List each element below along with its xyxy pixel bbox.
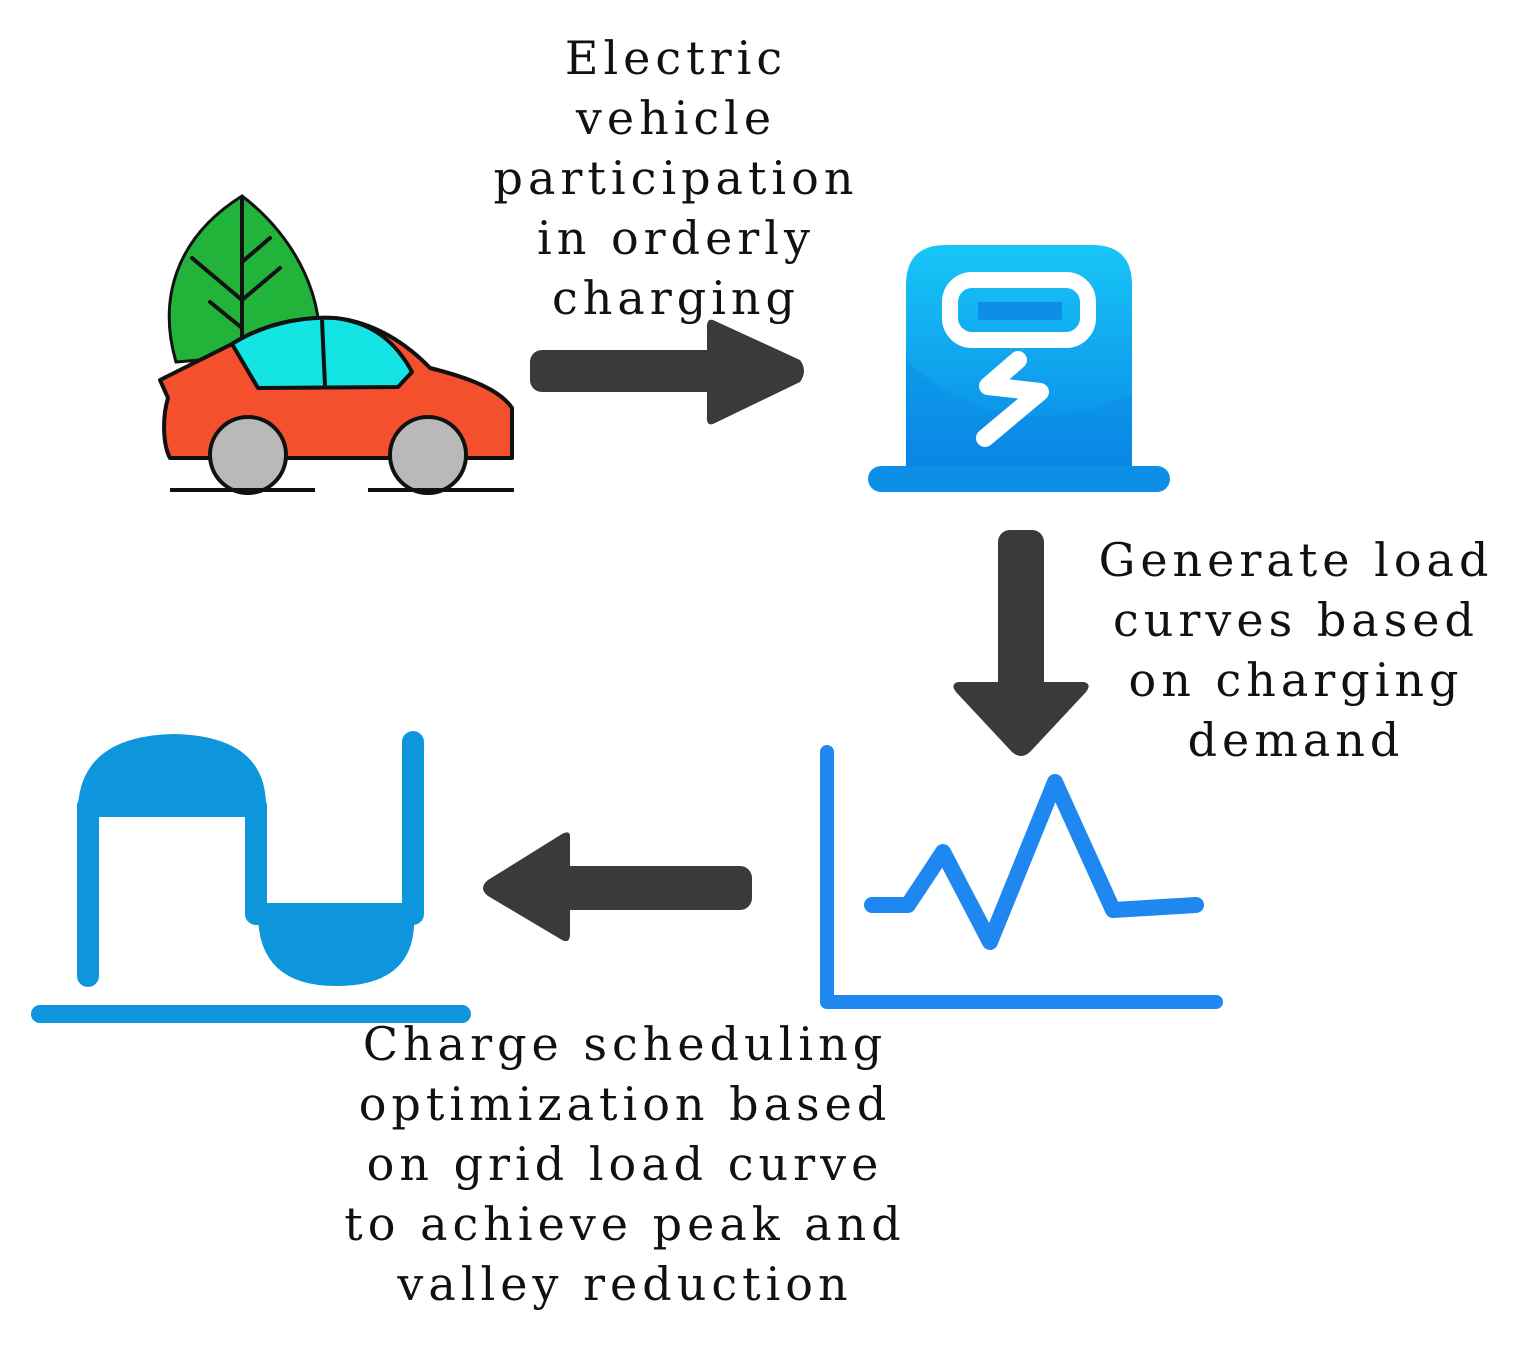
caption-line: Charge scheduling [362, 1017, 888, 1071]
caption-line: participation [493, 151, 859, 205]
caption-scheduling: Charge scheduling optimization based on … [300, 1014, 950, 1314]
caption-line: vehicle [575, 91, 777, 145]
leaf-shape [167, 194, 321, 364]
caption-line: curves based [1113, 593, 1479, 647]
caption-line: Generate load [1098, 533, 1494, 587]
charging-station-icon [868, 245, 1170, 492]
caption-line: Electric [564, 31, 788, 85]
caption-line: in orderly [536, 211, 815, 265]
charger-screen [942, 272, 1096, 348]
load-curve-line [864, 774, 1204, 950]
caption-line: valley reduction [397, 1257, 853, 1311]
caption-line: demand [1187, 713, 1405, 767]
eco-car-icon [158, 194, 514, 495]
arrow-down-icon [953, 530, 1089, 756]
arrow-right-icon [530, 319, 804, 425]
load-curve-chart-icon [820, 745, 1223, 1009]
caption-line: to achieve peak and [344, 1197, 906, 1251]
chart-axes [820, 745, 1223, 1009]
caption-line: on grid load curve [366, 1137, 884, 1191]
lightning-bolt [976, 351, 1049, 447]
car-wheel [208, 415, 288, 495]
caption-line: optimization based [358, 1077, 892, 1131]
caption-line: charging [551, 271, 801, 325]
caption-line: on charging [1128, 653, 1464, 707]
car-wheel [388, 415, 468, 495]
caption-ev-participation: Electric vehicle participation in orderl… [456, 28, 896, 328]
peak-valley-icon [31, 731, 471, 1023]
arrow-left-icon [483, 832, 752, 942]
caption-load-curves: Generate load curves based on charging d… [1076, 530, 1516, 770]
